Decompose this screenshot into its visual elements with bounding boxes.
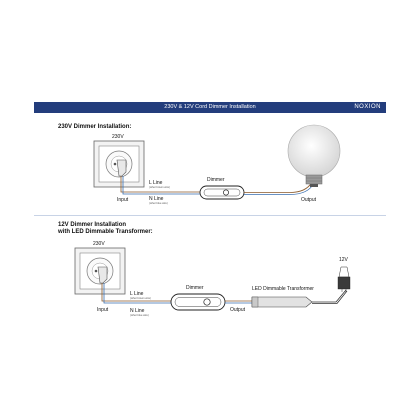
section2-l-line-note: (other brown wire) <box>130 297 151 300</box>
section1-n-line-note: (other blue wire) <box>149 202 168 205</box>
section1-l-line-note: (other brown wire) <box>149 186 170 189</box>
section2-n-line-note: (other blue wire) <box>130 314 149 317</box>
section2-output-label: Output <box>230 307 246 313</box>
section1-title: 230V Dimmer Installation: <box>58 124 132 130</box>
header-title: 230V & 12V Cord Dimmer Installation <box>164 104 256 110</box>
bulb-icon <box>287 124 341 187</box>
section1-output-label: Output <box>301 197 317 203</box>
section1-l-line-label: L Line <box>149 180 163 186</box>
section2-title-line1: 12V Dimmer Installation <box>58 222 127 228</box>
section2-input-label: Input <box>97 307 109 313</box>
section2-title: 12V Dimmer Installation with LED Dimmabl… <box>58 222 153 236</box>
section2-transformer-label: LED Dimmable Transformer <box>252 286 314 292</box>
section2-lamp-voltage: 12V <box>339 257 348 263</box>
transformer-icon <box>251 296 313 308</box>
plug-2 <box>97 266 185 304</box>
section2-dimmer-label: Dimmer <box>186 285 204 291</box>
section2-l-line-label: L Line <box>130 291 144 297</box>
plug-1 <box>116 159 220 195</box>
brand-logo: NOXION <box>354 104 381 110</box>
section2-socket-voltage: 230V <box>93 241 105 247</box>
header-banner: 230V & 12V Cord Dimmer Installation NOXI… <box>34 102 386 113</box>
section2-title-line2: with LED Dimmable Transformer: <box>58 229 153 236</box>
dimmer-2 <box>170 293 226 311</box>
section1-socket-voltage: 230V <box>112 134 124 140</box>
section-divider <box>34 215 386 216</box>
section1-dimmer-label: Dimmer <box>207 177 225 183</box>
lamp-12v-icon <box>337 266 351 292</box>
dimmer-1 <box>199 185 245 200</box>
section1-input-label: Input <box>117 197 129 203</box>
section2-n-line-label: N Line <box>130 308 145 314</box>
section1-n-line-label: N Line <box>149 196 164 202</box>
